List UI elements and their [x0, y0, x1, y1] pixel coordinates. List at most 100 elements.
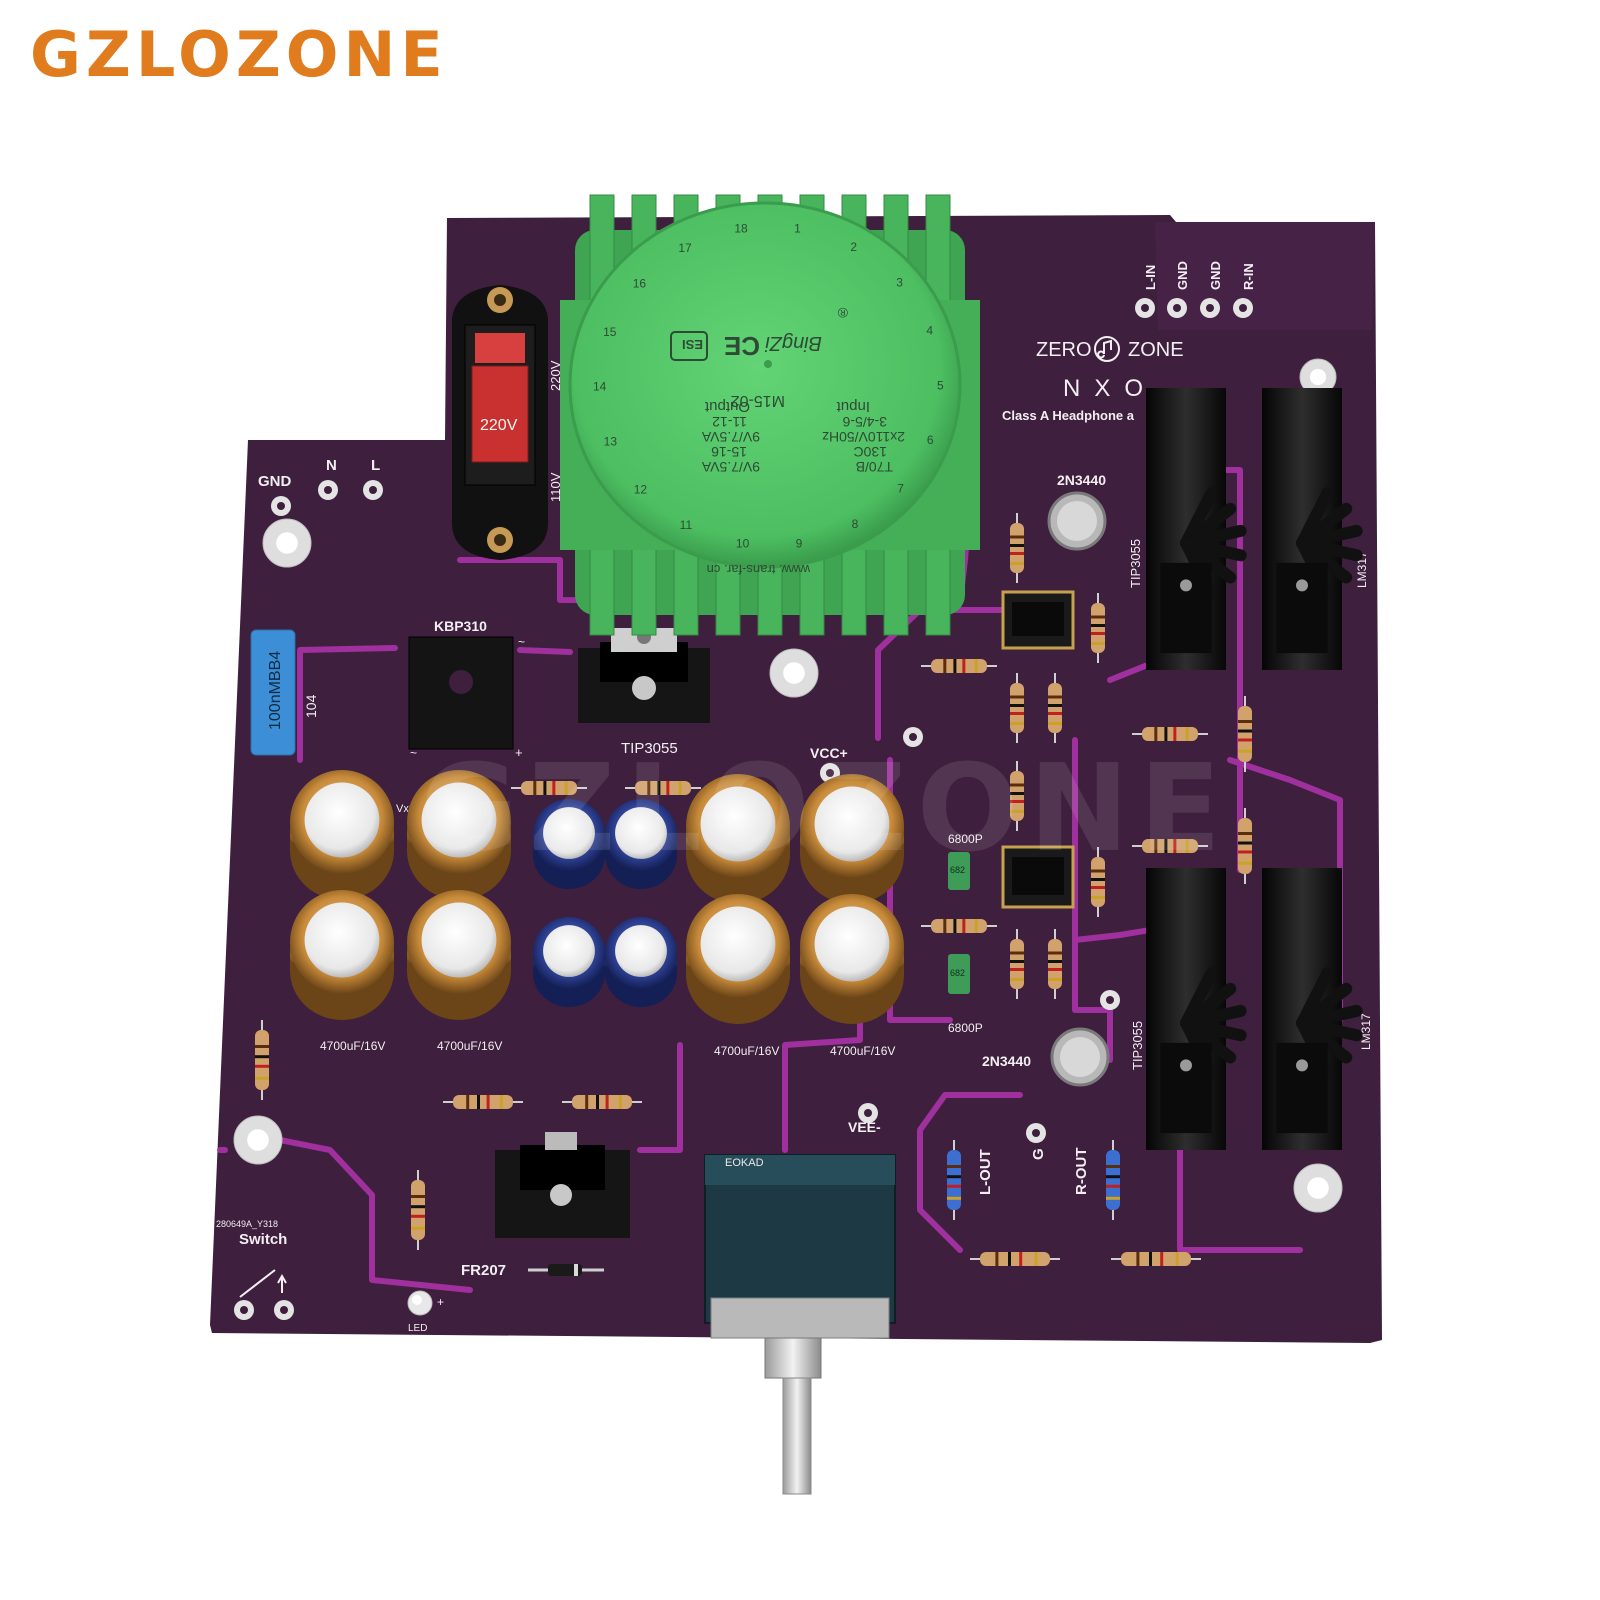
transformer-pin-number: 6 [927, 433, 934, 447]
pf-label-top: 6800P [948, 832, 983, 846]
transformer-pin-number: 16 [633, 277, 647, 291]
heatsink [1146, 388, 1247, 670]
resistor [411, 1170, 425, 1250]
trace [917, 1092, 1023, 1253]
input-pin-label: R-IN [1241, 263, 1256, 290]
transformer-pin-number: 9 [796, 536, 803, 550]
pad-hole [1032, 1129, 1040, 1137]
transformer-pin-number: 2 [850, 240, 857, 254]
input-line-1: 3-4/5-6 [842, 414, 887, 430]
capacitor [686, 894, 790, 1024]
svg-text:682: 682 [950, 968, 965, 978]
voltage-selector-switch[interactable]: 220V [451, 285, 549, 560]
heatsink [1262, 868, 1363, 1150]
gnd-label: GND [258, 473, 292, 490]
resistor [1010, 513, 1024, 583]
pad-hole [909, 733, 917, 741]
trace [297, 645, 398, 763]
bridge-rectifier [408, 636, 514, 750]
cap-label-4: 4700uF/16V [830, 1044, 895, 1058]
transformer-pin-number: 7 [897, 481, 904, 495]
resistor [1091, 593, 1105, 663]
pad-hole [826, 769, 834, 777]
voltage-110v: 110V [548, 472, 563, 502]
output-line-1: 11-12 [712, 414, 747, 430]
resistor [562, 1095, 642, 1109]
input-line-2: 2x110V/50Hz [822, 429, 905, 445]
heatsinks [1146, 388, 1363, 1150]
silkscreen-labels: GND N L ZERO ZONE NXO Class A Headphone … [216, 261, 1373, 1334]
capacitor [800, 774, 904, 904]
transformer-pin-number: 17 [678, 241, 692, 255]
capacitor [533, 917, 605, 1007]
registered-mark: ® [837, 305, 848, 321]
transformer-pin-number: 11 [680, 518, 693, 532]
pf-capacitors: 682 682 [948, 852, 970, 994]
mounting-hole-center [1307, 1177, 1329, 1199]
fr207-diode [528, 1264, 604, 1276]
resistor [1132, 727, 1208, 741]
vee-label: VEE- [848, 1119, 881, 1135]
bridge-label: KBP310 [434, 618, 487, 634]
resistors [255, 513, 1252, 1266]
cap-label-2: 4700uF/16V [437, 1039, 502, 1053]
input-title: Input [836, 398, 870, 415]
transformer-pin-number: 13 [604, 434, 618, 448]
pad-hole [324, 486, 332, 494]
film-cap-code: 104 [303, 694, 319, 718]
tip-label-top: TIP3055 [1128, 539, 1143, 588]
pot-label: EOKAD [725, 1157, 764, 1169]
power-led [407, 1290, 433, 1316]
pad-hole [1206, 304, 1214, 312]
cap-label-3: 4700uF/16V [714, 1044, 779, 1058]
zone-logo: ZONE [1128, 339, 1184, 361]
ce-mark: CE [724, 331, 760, 361]
voltage-setting: 220V [480, 417, 518, 434]
trace [637, 1042, 683, 1153]
fr207-label: FR207 [461, 1262, 506, 1279]
resistor [1132, 839, 1208, 853]
capacitor [407, 890, 511, 1020]
n-label: N [326, 457, 337, 474]
transformer-pin-number: 3 [896, 276, 903, 290]
zero-logo: ZERO [1036, 339, 1092, 361]
output-title: Output [704, 398, 750, 415]
mounting-hole-center [783, 662, 805, 684]
pad-hole [1239, 304, 1247, 312]
resistor [625, 781, 701, 795]
transformer-pin-number: 8 [852, 517, 859, 531]
transformer-pin-number: 4 [926, 324, 933, 338]
bridge-tilde-bottom: ~ [410, 746, 417, 760]
output-line-2: 9V/7.5VA [701, 429, 760, 445]
mounting-holes [233, 358, 1343, 1213]
switch-label: Switch [239, 1231, 287, 1248]
transformer-brand: BingZi [765, 332, 822, 354]
transistor-can-bottom [1050, 1027, 1110, 1087]
resistor [1010, 673, 1024, 743]
pad-hole [864, 1109, 872, 1117]
resistor [1091, 847, 1105, 917]
capacitor [800, 894, 904, 1024]
cap-label-1: 4700uF/16V [320, 1039, 385, 1053]
output-line-4: 9V/7.5VA [701, 459, 760, 475]
pad-hole [280, 1306, 288, 1314]
lm-label-bottom: LM317 [1359, 1013, 1373, 1050]
volume-potentiometer[interactable]: EOKAD [704, 1154, 896, 1495]
trace [1072, 927, 1153, 943]
brand-logo: GZLOZONE [30, 18, 448, 91]
watermark: GZLOZONE [420, 740, 1231, 879]
trace [1072, 737, 1113, 1063]
resistor [1238, 808, 1252, 884]
resistor [1048, 673, 1062, 743]
trace [517, 647, 573, 655]
trace [1177, 1137, 1303, 1253]
pad-hole [369, 486, 377, 494]
output-line-3: 15-16 [711, 444, 747, 460]
op-amp-top [1001, 590, 1075, 650]
resistor [970, 1252, 1060, 1266]
q-label-bottom: 2N3440 [982, 1053, 1031, 1069]
resistor [1048, 929, 1062, 999]
trace [277, 1137, 473, 1293]
electrolytic-capacitors [290, 770, 904, 1024]
